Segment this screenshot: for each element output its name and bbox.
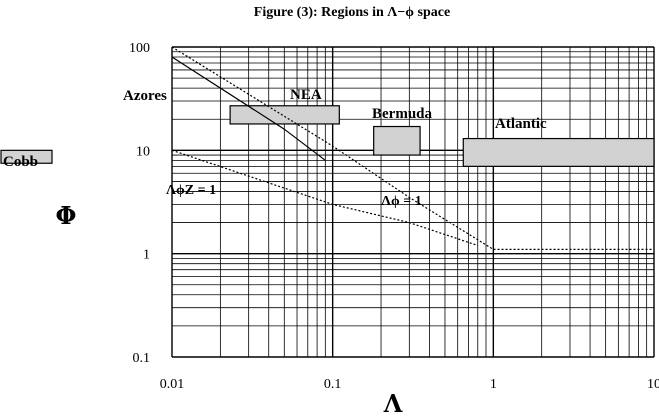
region-box-bermuda (373, 125, 421, 156)
region-label-bermuda: Bermuda (372, 106, 433, 122)
y-tick-label: 10 (136, 144, 150, 159)
x-tick-label: 0.01 (160, 377, 185, 392)
region-label-nea: NEA (290, 87, 322, 103)
region-box-cobb (0, 149, 53, 164)
chart-title: Figure (3): Regions in Λ−ϕ space (254, 5, 450, 20)
y-tick-label: 1 (143, 248, 150, 263)
x-tick-label: 0.1 (324, 377, 342, 392)
y-tick-labels: 0.1 1 10 100 (129, 41, 150, 366)
region-box-atlantic (462, 137, 655, 167)
annotation-label: Λϕ = 1 (381, 194, 422, 209)
chart-annotations: ΛϕZ = 1 Λϕ = 1 (166, 183, 422, 209)
series-line-2 (171, 46, 654, 250)
series-line-1 (171, 56, 326, 161)
x-tick-label: 10 (647, 377, 659, 392)
region-box-azores (229, 105, 340, 125)
y-axis-label: Φ (56, 201, 77, 230)
y-tick-label: 0.1 (133, 351, 151, 366)
series-line-3 (171, 149, 478, 247)
chart-series (171, 46, 654, 250)
region-label-atlantic: Atlantic (495, 116, 547, 132)
x-tick-label: 1 (490, 377, 497, 392)
x-tick-labels: 0.01 0.1 1 10 (160, 377, 659, 392)
y-tick-label: 100 (129, 41, 150, 56)
annotation-label: ΛϕZ = 1 (166, 183, 216, 198)
x-axis-label: Λ (383, 389, 403, 416)
region-label-azores: Azores (123, 88, 167, 104)
region-label-cobb: Cobb (3, 154, 38, 170)
